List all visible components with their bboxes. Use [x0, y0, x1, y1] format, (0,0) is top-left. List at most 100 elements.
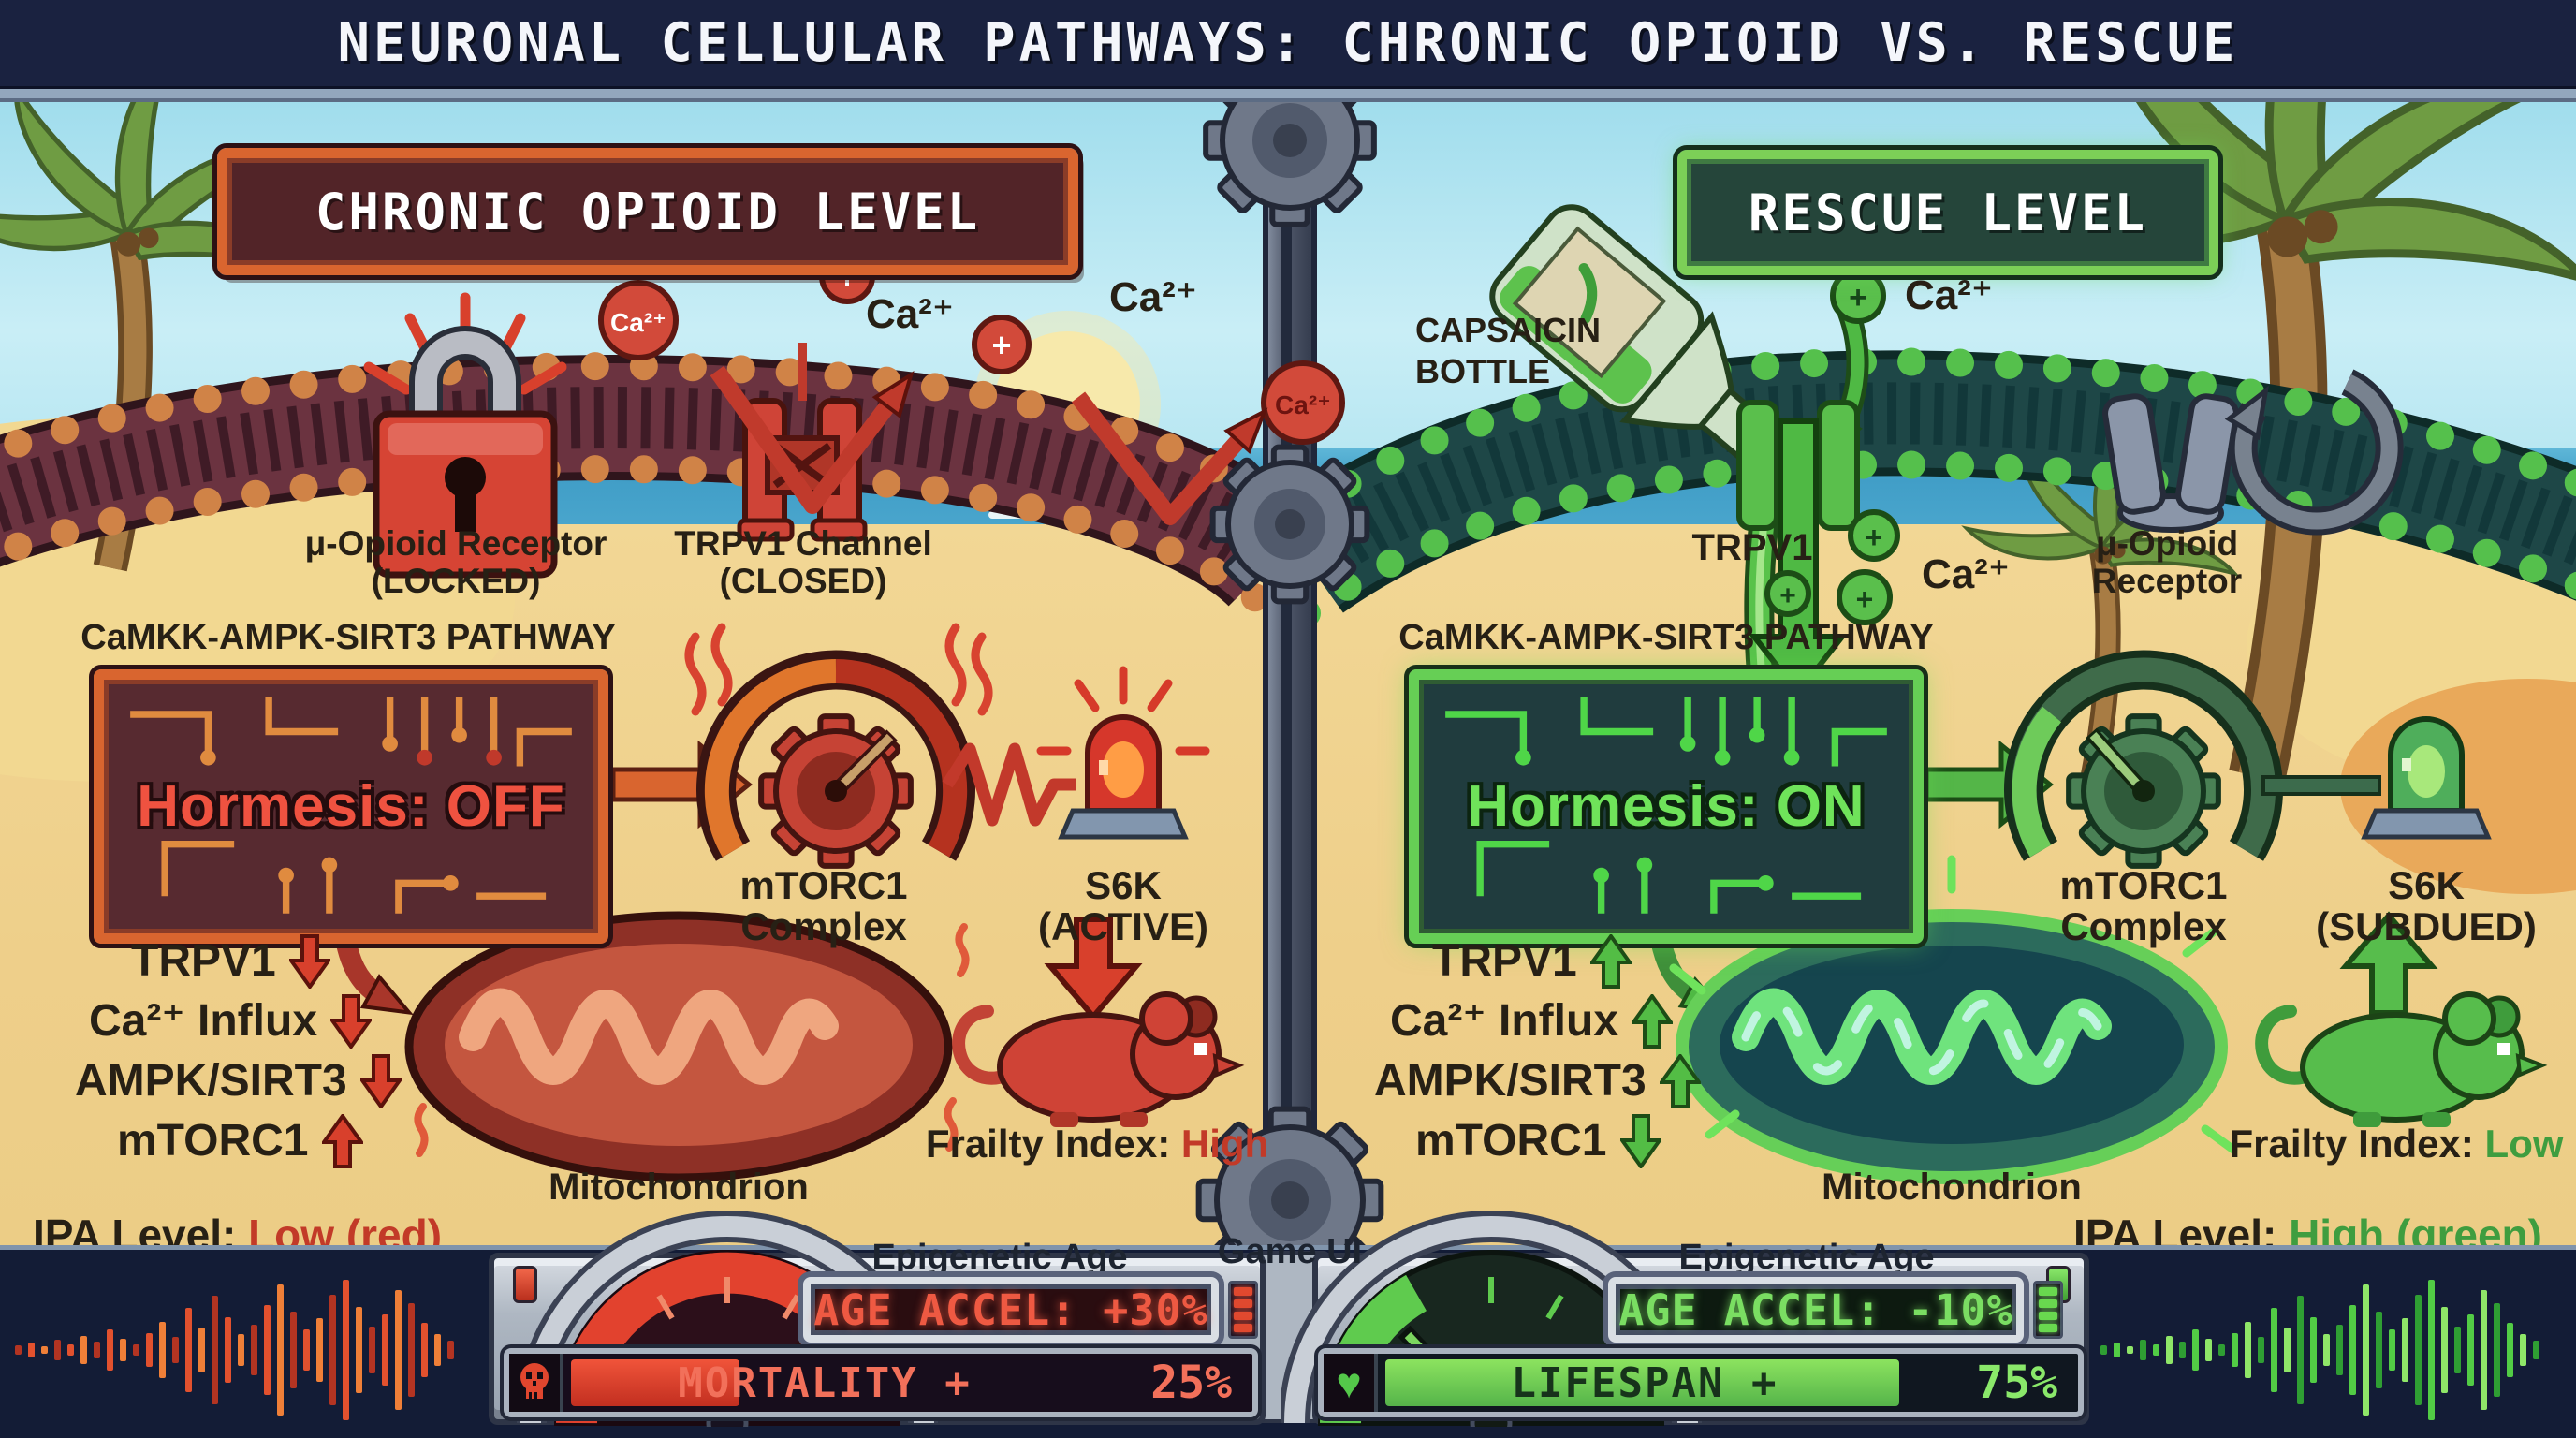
effect-label: TRPV1	[1432, 936, 1577, 986]
s6k-state: (SUBDUED)	[2316, 904, 2537, 948]
receptor-label: Receptor	[2091, 562, 2243, 600]
calcium-ions-green: + + + +	[1764, 268, 1900, 625]
waveform-green-icon	[2100, 1275, 2565, 1425]
effect-row: AMPK/SIRT3	[1374, 1054, 1701, 1108]
bar-value: 75%	[1976, 1357, 2057, 1409]
age-accel-value: AGE ACCEL: +30%	[813, 1284, 1208, 1335]
mtorc1-gauge-icon	[684, 623, 993, 869]
s6k-state: (ACTIVE)	[1038, 904, 1208, 948]
plus-icon: +	[1849, 280, 1867, 315]
age-accel-display-left: AGE ACCEL: +30%	[803, 1277, 1219, 1343]
bottle-label: CAPSAICIN	[1415, 311, 1602, 349]
signal-flatline	[2261, 775, 2381, 796]
bottle-label: BOTTLE	[1415, 352, 1550, 390]
mtorc1-label: mTORC1	[2059, 863, 2228, 907]
trend-arrow-icon	[1589, 934, 1632, 989]
mitochondrion-label: Mitochondrion	[1822, 1167, 2082, 1208]
frailty-label: Frailty Index:	[925, 1122, 1181, 1166]
bar-value: 25%	[1150, 1357, 1232, 1409]
effect-label: mTORC1	[117, 1116, 309, 1166]
heart-icon: ♥	[1324, 1354, 1378, 1412]
channel-state: (CLOSED)	[719, 562, 887, 600]
gauge-title: Epigenetic Age	[871, 1238, 1128, 1277]
frailty-value: Low	[2484, 1122, 2564, 1166]
game-ui-label: Game UI	[1217, 1232, 1363, 1271]
trend-arrow-icon	[1659, 1054, 1701, 1108]
rescue-banner: RESCUE LEVEL	[1673, 145, 2223, 280]
hormesis-box-right: Hormesis: ON	[1404, 665, 1928, 948]
chronic-opioid-banner: CHRONIC OPIOID LEVEL	[212, 143, 1083, 280]
effect-row: TRPV1	[131, 934, 330, 989]
ca-label: Ca²⁺	[1904, 272, 1994, 318]
banner-label: RESCUE LEVEL	[1748, 183, 2148, 242]
bar-label: MORTALITY +	[678, 1358, 972, 1407]
divider-groove	[1281, 89, 1292, 1250]
waveform-red-icon	[15, 1275, 479, 1425]
banner-label: CHRONIC OPIOID LEVEL	[315, 182, 981, 242]
trend-arrow-icon	[359, 1054, 402, 1108]
title-bar: NEURONAL CELLULAR PATHWAYS: CHRONIC OPIO…	[0, 0, 2576, 89]
frailty-label: Frailty Index:	[2229, 1122, 2485, 1166]
pathway-title: CaMKK-AMPK-SIRT3 PATHWAY	[80, 618, 616, 657]
skull-icon	[509, 1354, 564, 1412]
mtorc1-gauge-icon	[2004, 650, 2283, 869]
heat-waves-icon	[684, 623, 993, 716]
mortality-bar-fill	[571, 1359, 739, 1406]
plus-icon: +	[1856, 582, 1874, 616]
mtorc1-label: Complex	[2060, 904, 2227, 948]
mouse-green-icon	[2255, 991, 2548, 1127]
frailty-value: High	[1180, 1122, 1269, 1166]
frailty-index: Frailty Index: Low	[2229, 1122, 2563, 1167]
s6k-siren-subdued-icon	[2361, 716, 2492, 840]
mu-opioid-receptor-icon	[2102, 393, 2239, 533]
gauge-title: Epigenetic Age	[1678, 1238, 1935, 1277]
mitochondrion-label: Mitochondrion	[549, 1167, 809, 1208]
ca-label: Ca²⁺	[1921, 551, 2011, 597]
circuit-traces	[130, 697, 572, 914]
circuit-traces	[1445, 697, 1887, 914]
bar-label: LIFESPAN +	[1511, 1358, 1778, 1407]
lock-icon	[373, 326, 558, 579]
page-title: NEURONAL CELLULAR PATHWAYS: CHRONIC OPIO…	[337, 12, 2239, 74]
down-arrow-icon	[1044, 917, 1143, 1021]
plus-icon: +	[1866, 521, 1883, 554]
s6k-label: S6K	[1085, 863, 1162, 907]
mouse-red-icon	[952, 991, 1245, 1127]
trend-arrow-icon	[1619, 1114, 1661, 1168]
effect-row: mTORC1	[117, 1114, 363, 1168]
effect-label: TRPV1	[131, 936, 276, 986]
recycle-arrow-icon	[2244, 374, 2398, 530]
gear-icon	[1209, 444, 1370, 605]
screen-top-edge	[0, 89, 2576, 102]
up-arrow-icon	[2339, 911, 2438, 1016]
age-accel-display-right: AGE ACCEL: -10%	[1608, 1277, 2024, 1343]
channel-label: TRPV1	[1691, 527, 1813, 568]
lifespan-bar: ♥ LIFESPAN + 75%	[1314, 1344, 2087, 1421]
mortality-bar: MORTALITY + 25%	[500, 1344, 1262, 1421]
effect-label: AMPK/SIRT3	[75, 1056, 347, 1106]
frailty-index: Frailty Index: High	[926, 1122, 1268, 1167]
box-to-mito-arrow	[336, 941, 414, 1016]
plus-icon: +	[1779, 580, 1796, 611]
trend-arrow-icon	[330, 994, 373, 1049]
age-accel-value: AGE ACCEL: -10%	[1618, 1284, 2013, 1335]
trend-arrow-icon	[1632, 994, 1674, 1049]
effect-label: Ca²⁺ Influx	[89, 996, 318, 1046]
signal-zigzag	[942, 742, 1076, 827]
effect-label: Ca²⁺ Influx	[1390, 996, 1619, 1046]
mitochondrion-healthy-icon	[1669, 855, 2238, 1184]
effect-row: Ca²⁺ Influx	[89, 994, 373, 1049]
hormesis-status: Hormesis: OFF	[137, 774, 565, 839]
trend-arrow-icon	[288, 934, 330, 989]
pathway-title: CaMKK-AMPK-SIRT3 PATHWAY	[1398, 618, 1934, 657]
mtorc1-label: mTORC1	[739, 863, 908, 907]
effect-label: mTORC1	[1415, 1116, 1607, 1166]
ca-label: Ca²⁺	[865, 291, 955, 337]
ca-label: Ca²⁺	[1108, 274, 1198, 320]
hud-led-red	[513, 1266, 537, 1303]
bounce-arrow-icon	[1071, 391, 1268, 525]
ca-ion-text: Ca²⁺	[610, 308, 666, 337]
ca-ion-text: Ca²⁺	[1275, 390, 1331, 419]
lifespan-bar-fill	[1385, 1359, 1899, 1406]
